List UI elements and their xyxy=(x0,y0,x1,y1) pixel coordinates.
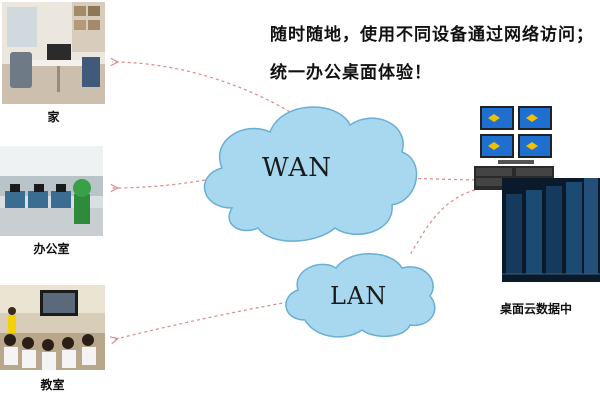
classroom-label: 教室 xyxy=(40,378,65,392)
monitor-wall-icon xyxy=(478,104,558,166)
home-photo xyxy=(2,2,105,104)
home-label: 家 xyxy=(47,110,60,124)
server-rack-icon xyxy=(472,164,600,282)
link-classroom xyxy=(112,299,301,340)
office-photo xyxy=(0,146,103,236)
link-office xyxy=(112,179,206,188)
datacenter-label: 桌面云数据中 xyxy=(500,302,573,316)
lan-label: LAN xyxy=(330,282,388,310)
wan-label: WAN xyxy=(262,153,332,183)
wan-cloud xyxy=(203,106,418,242)
lan-cloud xyxy=(285,253,436,338)
classroom-photo xyxy=(0,285,105,370)
link-home xyxy=(112,62,301,119)
office-label: 办公室 xyxy=(33,242,70,256)
link-datacenter-lan xyxy=(409,189,476,256)
headline-line-2: 统一办公桌面体验！ xyxy=(270,63,432,83)
headline-line-1: 随时随地，使用不同设备通过网络访问； xyxy=(270,25,594,45)
